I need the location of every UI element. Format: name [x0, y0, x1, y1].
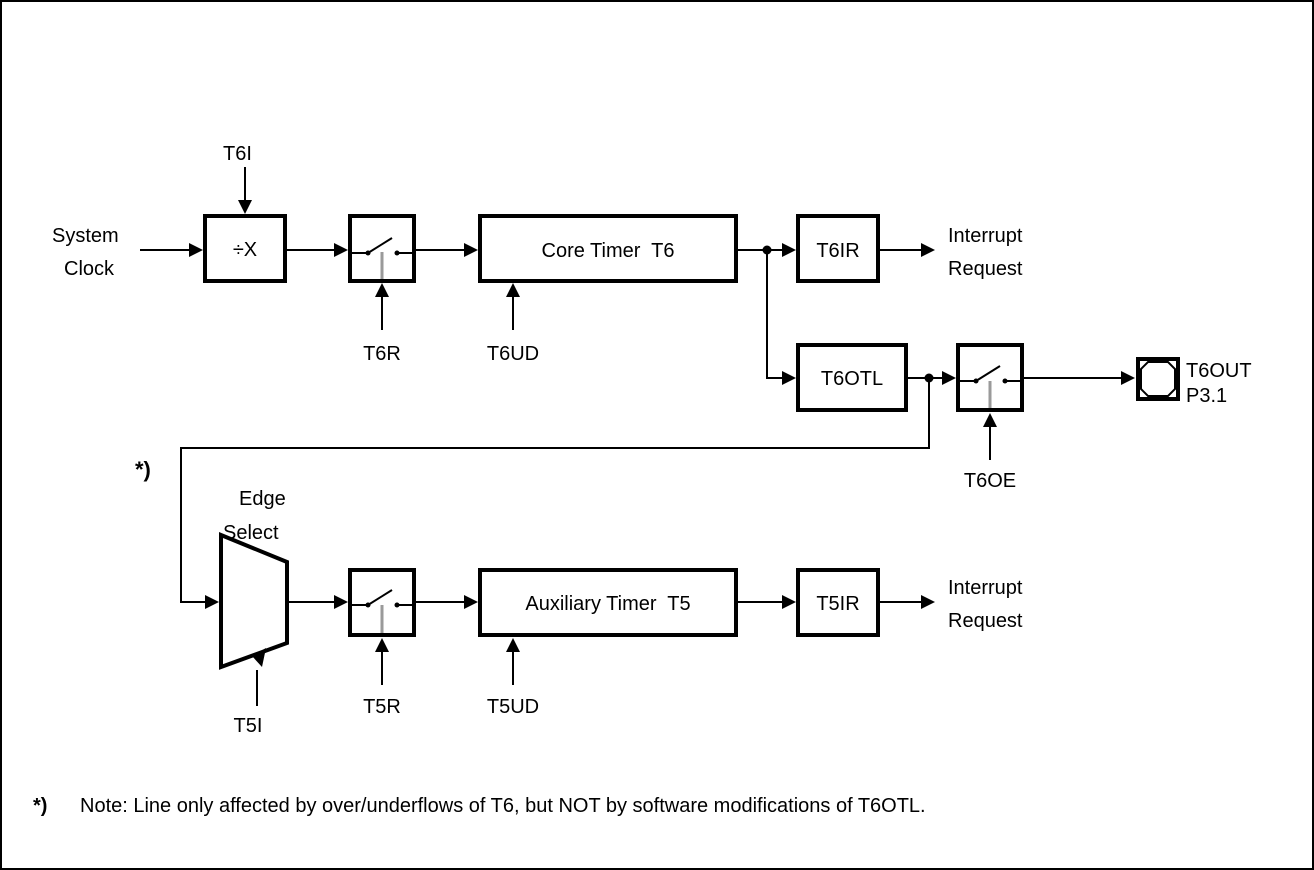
t6ud-label: T6UD — [487, 343, 539, 365]
system-clock-label-2: Clock — [64, 258, 115, 280]
prescaler-label: ÷X — [233, 239, 257, 261]
t6out-pin-octagon — [1140, 361, 1176, 397]
footnote-marker: *) — [135, 457, 151, 482]
p31-label: P3.1 — [1186, 385, 1227, 407]
t6otl-block — [796, 343, 908, 412]
note-text: Note: Line only affected by over/underfl… — [80, 795, 926, 817]
t5i-label: T5I — [234, 715, 263, 737]
t5ir-label: T5IR — [816, 593, 859, 615]
edge-select-label-2: Select — [223, 522, 279, 544]
t6i-label: T6I — [223, 143, 252, 165]
request-label-2: Request — [948, 610, 1023, 632]
edge-select-label-1: Edge — [239, 488, 286, 510]
interrupt-label-2: Interrupt — [948, 577, 1023, 599]
t6otl-label: T6OTL — [821, 368, 883, 390]
t5r-label: T5R — [363, 696, 401, 718]
interrupt-label-1: Interrupt — [948, 225, 1023, 247]
auxiliary-timer-t5-label: Auxiliary Timer T5 — [525, 593, 690, 615]
edge-select-block — [219, 532, 289, 670]
system-clock-label-1: System — [52, 225, 119, 247]
auxiliary-timer-t5-block — [478, 568, 738, 637]
note-marker: *) — [33, 795, 47, 817]
t5ud-label: T5UD — [487, 696, 539, 718]
t6out-label: T6OUT — [1186, 360, 1252, 382]
prescaler-block — [203, 214, 287, 283]
core-timer-t6-block — [478, 214, 738, 283]
t6ir-block — [796, 214, 880, 283]
t6r-label: T6R — [363, 343, 401, 365]
request-label-1: Request — [948, 258, 1023, 280]
t6oe-switch-block — [956, 343, 1024, 412]
t5ir-block — [796, 568, 880, 637]
t6oe-label: T6OE — [964, 470, 1016, 492]
t6ir-label: T6IR — [816, 240, 859, 262]
core-timer-t6-label: Core Timer T6 — [542, 240, 675, 262]
